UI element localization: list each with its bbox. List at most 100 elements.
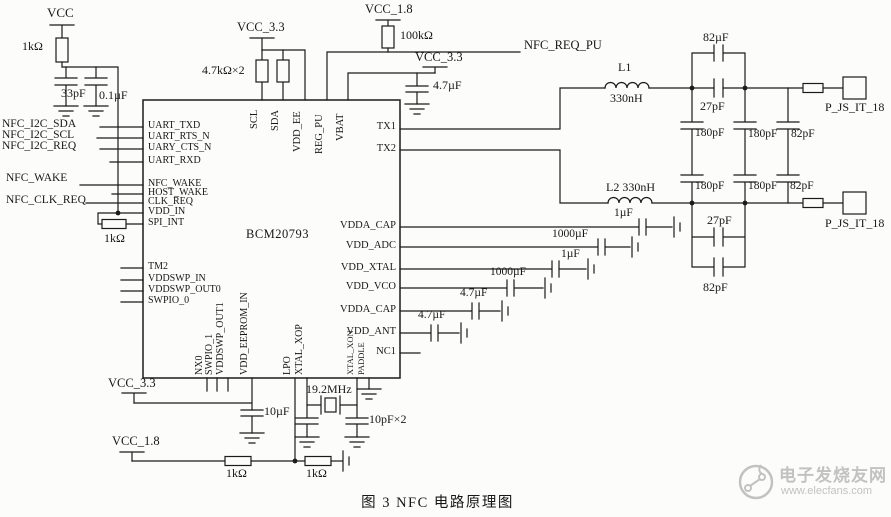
- vcc33-power-symbol-top: [249, 37, 275, 51]
- connector-bottom: [842, 191, 867, 215]
- capacitor-1uf-vdda: [399, 216, 681, 238]
- pin-label-tm2: TM2: [148, 261, 168, 272]
- value-capacitor-180pf-1: 180pF: [695, 127, 725, 139]
- value-capacitor-33pf: 33pF: [61, 86, 86, 100]
- pin-label-host-wake: HOST_WAKE: [148, 187, 208, 198]
- value-capacitor-27pf-bottom: 27pF: [707, 213, 732, 227]
- resistor-1k-vcc: [55, 37, 69, 68]
- wire-i2c-signals: [79, 126, 144, 214]
- net-label-vcc33-top: VCC_3.3: [237, 20, 285, 34]
- value-capacitor-4.7uf-ant: 4.7µF: [418, 309, 446, 321]
- pin-label-xtal-xop: XTAL_XOP: [294, 324, 305, 375]
- pin-label-swpio-1: SWPIO_1: [204, 333, 215, 375]
- value-capacitor-10uf: 10µF: [264, 404, 290, 418]
- elecfans-logo-icon: [738, 464, 774, 500]
- wire-nc-stubs-left: [120, 267, 144, 303]
- capacitor-82uf-loop: [691, 44, 746, 89]
- pin-label-swpio-0: SWPIO_0: [148, 295, 190, 306]
- value-resistor-100k: 100kΩ: [400, 28, 433, 42]
- junction-dot: [742, 85, 748, 91]
- resistor-1k-bottom-1: [131, 455, 252, 467]
- pin-label-uart-rxd: UART_RXD: [148, 155, 201, 166]
- capacitor-1uf-xtal: [399, 258, 595, 280]
- resistor-100k: [381, 25, 395, 53]
- vcc-power-symbol: [49, 24, 75, 39]
- resistor-4.7k-scl: [255, 49, 269, 101]
- value-resistor-1k-spi: 1kΩ: [104, 231, 125, 245]
- value-capacitor-10pf: 10pF×2: [369, 412, 407, 426]
- figure-caption: 图 3 NFC 电路原理图: [361, 495, 514, 511]
- pin-label-scl: SCL: [249, 109, 260, 129]
- wire-vcc-node: [61, 66, 119, 214]
- net-label-nfc-req-pu: NFC_REQ_PU: [524, 38, 602, 52]
- capacitor-column-3: [776, 87, 800, 204]
- net-label-nfc-clk-req: NFC_CLK_REQ: [6, 194, 86, 206]
- value-resistor-1k-b2: 1kΩ: [306, 466, 327, 480]
- value-capacitor-27pf-top: 27pF: [700, 99, 725, 113]
- value-capacitor-1uf-vdda: 1µF: [614, 207, 633, 219]
- pin-label-vddswp-out1: VDDSWP_OUT1: [215, 302, 226, 375]
- value-crystal-freq: 19.2MHz: [306, 382, 352, 396]
- value-inductor-l1: 330nH: [610, 91, 643, 105]
- value-resistor-1k-vcc: 1kΩ: [22, 39, 43, 53]
- value-capacitor-0.1uf: 0.1µF: [99, 88, 128, 102]
- capacitor-4.7uf-vbat: [404, 72, 430, 115]
- junction-dot: [115, 210, 121, 216]
- pin-label-vdd-vco: VDD_VCO: [345, 281, 396, 292]
- net-label-vcc33-bottom: VCC_3.3: [108, 376, 156, 390]
- pin-label-clk-req: CLK_REQ: [148, 196, 193, 207]
- connector-top: [842, 76, 867, 100]
- ref-inductor-l2: L2 330nH: [606, 180, 655, 194]
- resistor-1k-bottom-2: [250, 450, 350, 472]
- vcc18-power-symbol-bottom: [119, 451, 145, 462]
- value-capacitor-82uf: 82µF: [703, 30, 729, 44]
- wire-nc-stubs-bottom: [206, 377, 229, 392]
- inductor-l1: [604, 81, 650, 89]
- junction-dot: [689, 200, 695, 206]
- value-capacitor-1000uf-vco: 1000µF: [490, 266, 527, 278]
- capacitor-10pf-xon: [344, 377, 370, 448]
- crystal-19.2mhz: [306, 395, 358, 415]
- value-capacitor-82pf-1: 82pF: [791, 128, 815, 140]
- connector-label-bottom: P_JS_IT_18: [825, 216, 885, 230]
- pin-label-nc1: NC1: [376, 346, 396, 357]
- capacitor-column-1: [680, 87, 704, 204]
- pin-label-uary-cts-n: UARY_CTS_N: [148, 142, 212, 153]
- value-capacitor-4.7uf-vbat: 4.7µF: [433, 78, 462, 92]
- junction-dot: [292, 458, 298, 464]
- pin-label-vdda-cap: VDDA_CAP: [339, 220, 396, 231]
- capacitor-27pf-82pf-loop: [691, 202, 746, 277]
- watermark: 电子发烧友网 www.elecfans.com: [737, 459, 887, 511]
- capacitor-27pf-series-top: [713, 78, 724, 98]
- inductor-l2: [607, 196, 653, 204]
- net-label-vcc18-bottom: VCC_1.8: [112, 434, 160, 448]
- pin-label-vdd-adc: VDD_ADC: [345, 240, 396, 251]
- wire-tx2: [399, 149, 609, 204]
- vcc33-power-symbol-bottom: [121, 392, 147, 404]
- pin-label-spi-int: SPI_INT: [148, 217, 185, 228]
- value-resistor-4.7k: 4.7kΩ×2: [202, 63, 245, 77]
- net-label-nfc-i2c-req: NFC_I2C_REQ: [2, 140, 77, 152]
- net-label-nfc-wake: NFC_WAKE: [6, 172, 68, 184]
- capacitor-10pf-xop: [294, 377, 320, 448]
- value-capacitor-180pf-4: 180pF: [748, 180, 778, 192]
- value-capacitor-180pf-2: 180pF: [748, 128, 778, 140]
- watermark-site-name: 电子发烧友网: [779, 466, 887, 485]
- vcc33-power-symbol-mid: [422, 66, 448, 74]
- net-label-vcc18-top: VCC_1.8: [365, 2, 413, 16]
- capacitor-10uf: [239, 409, 265, 444]
- chip-part-number: BCM20793: [246, 227, 310, 241]
- junction-dot: [689, 85, 695, 91]
- net-label-vcc33-mid: VCC_3.3: [415, 50, 463, 64]
- capacitor-1000uf-adc: [399, 236, 639, 258]
- watermark-url: www.elecfans.com: [781, 485, 873, 497]
- pin-label-vddswp-in: VDDSWP_IN: [148, 273, 206, 284]
- resistor-series-bottom: [802, 197, 844, 209]
- value-capacitor-1000uf-adc: 1000µF: [552, 228, 589, 240]
- pin-label-paddle: PADDLE: [356, 342, 366, 375]
- value-capacitor-82pf-2: 82pF: [790, 180, 814, 192]
- wire-tx1: [399, 87, 606, 130]
- pin-label-tx1: TX1: [376, 121, 396, 132]
- pin-label-uart-txd: UART_TXD: [148, 120, 201, 131]
